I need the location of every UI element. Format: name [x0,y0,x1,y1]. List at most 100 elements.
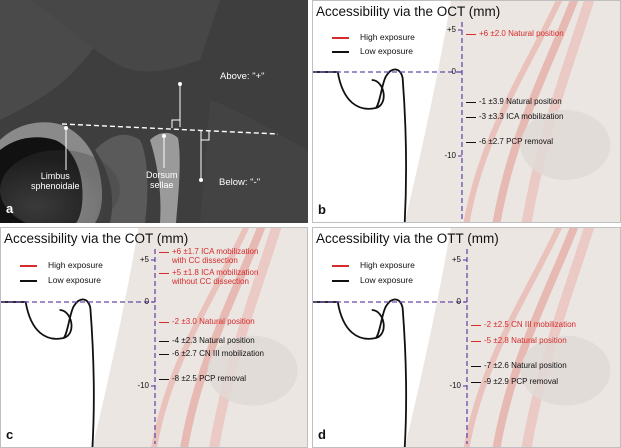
legend-low-swatch [20,280,37,282]
annotation-label: -3 ±3.3 ICA mobilization [479,112,564,122]
dorsum-label-line1: Dorsum [146,170,178,180]
vessel-shape [521,227,595,448]
annotation-marker [466,34,476,36]
annotation-marker [159,273,169,275]
dorsum-label-line2: sellae [150,180,174,190]
legend-low-label: Low exposure [360,46,413,56]
annotation-line: -4 ±2.3 Natural position [172,336,255,345]
annotation-marker [159,252,169,254]
panel-a-letter: a [6,201,14,216]
legend-high-label: High exposure [48,260,103,270]
tick-label-minus10: -10 [444,151,456,160]
sella-profile-curve [312,68,407,223]
panel-b-chart-svg [312,0,621,223]
annotation-label: -7 ±2.6 Natural position [484,361,567,371]
annotation-line: with CC dissection [172,255,238,265]
annotation-marker [471,325,481,327]
tick-label-minus10: -10 [137,381,149,390]
legend-low-swatch [332,280,349,282]
annotation-marker [159,322,169,324]
dorsum-label: Dorsum sellae [146,170,178,190]
panel-title: Accessibility via the OCT (mm) [316,4,501,19]
annotation-line: +5 ±1.8 ICA mobilization [172,268,259,277]
tick-label-plus5: +5 [451,255,461,264]
annotation-line: -2 ±2.5 CN III mobilization [484,320,576,329]
vessel-shape [151,227,250,448]
panel-title: Accessibility via the OTT (mm) [316,231,499,246]
panel-c-chart-svg [0,227,308,448]
annotation-line: -6 ±2.7 PCP removal [479,137,554,146]
annotation-line: -3 ±3.3 ICA mobilization [479,112,564,121]
legend-high-swatch [20,265,37,267]
annotation-marker [466,117,476,119]
panel-b-oct: +5 0 -10 Accessibility via the OCT (mm) High… [312,0,621,223]
annotation-marker [159,379,169,381]
panel-title: Accessibility via the COT (mm) [4,231,189,246]
annotation-marker [471,382,481,384]
panel-letter: c [6,427,14,442]
annotation-label: -8 ±2.5 PCP removal [172,374,247,384]
vessel-shape [463,227,563,448]
annotation-label: -4 ±2.3 Natural position [172,336,255,346]
annotation-marker [159,354,169,356]
vessel-shape [492,227,579,448]
annotation-line: -6 ±2.7 CN III mobilization [172,349,264,358]
legend-low-label: Low exposure [360,275,413,285]
ct-scan-illustration [0,0,308,223]
above-label: Above: "+" [220,71,265,82]
annotation-marker [466,102,476,104]
annotation-label: -2 ±2.5 CN III mobilization [484,320,576,330]
below-label: Below: "-" [219,177,261,188]
legend-high-label: High exposure [360,32,415,42]
limbus-label-line1: Limbus [40,171,70,181]
annotation-marker [471,366,481,368]
tick-label-plus5: +5 [139,255,149,264]
annotation-label: +6 ±2.0 Natural position [479,29,564,39]
annotation-label: -9 ±2.9 PCP removal [484,377,559,387]
panel-d-chart-svg [312,227,621,448]
legend-high-swatch [332,37,349,39]
vessel-shape [463,0,563,223]
annotation-line: -8 ±2.5 PCP removal [172,374,247,383]
annotation-line: +6 ±1.7 ICA mobilization [172,247,259,256]
limbus-label-line2: sphenoidale [31,181,80,191]
annotation-line: without CC dissection [172,276,249,286]
annotation-marker [159,341,169,343]
tick-label-plus5: +5 [446,25,456,34]
annotation-line: -5 ±2.8 Natural position [484,336,567,345]
annotation-label: -6 ±2.7 CN III mobilization [172,349,264,359]
annotation-label: -2 ±3.0 Natural position [172,317,255,327]
annotation-line: -7 ±2.6 Natural position [484,361,567,370]
vessel-shape [521,0,595,223]
tick-label-zero: 0 [451,67,456,76]
vessel-shape [492,0,579,223]
tick-label-minus10: -10 [449,381,461,390]
annotation-line: -9 ±2.9 PCP removal [484,377,559,386]
tick-label-zero: 0 [456,297,461,306]
annotation-line: -2 ±3.0 Natural position [172,317,255,326]
brainstem-shape [207,335,298,406]
legend-high-swatch [332,265,349,267]
panel-letter: d [318,427,326,442]
panel-letter: b [318,202,326,217]
limbus-label: Limbus sphenoidale [31,171,80,191]
legend-low-swatch [332,51,349,53]
annotation-label: -1 ±3.9 Natural position [479,97,562,107]
annotation-line: -1 ±3.9 Natural position [479,97,562,106]
annotation-label: -6 ±2.7 PCP removal [479,137,554,147]
tick-label-zero: 0 [144,297,149,306]
legend-low-label: Low exposure [48,275,101,285]
panel-c-cot: +5 0 -10 Accessibility via the COT (mm) High… [0,227,308,448]
panel-a-ct-image: Above: "+" Below: "-" Limbus sphenoidale… [0,0,308,223]
brainstem-shape [520,109,611,180]
panel-d-ott: +5 0 -10 Accessibility via the OTT (mm) High… [312,227,621,448]
legend-high-label: High exposure [360,260,415,270]
annotation-marker [466,142,476,144]
sella-profile-curve [0,298,95,448]
annotation-marker [471,341,481,343]
annotation-label: -5 ±2.8 Natural position [484,336,567,346]
vessel-shape [180,227,266,448]
brainstem-shape [520,335,611,406]
